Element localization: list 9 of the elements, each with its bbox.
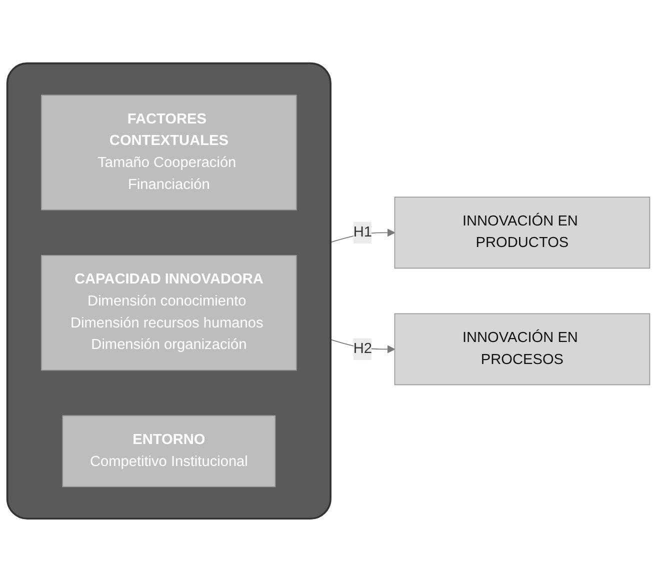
node-box: INNOVACIÓN EN PROCESOS [394,313,650,386]
edge-label: H2 [353,341,372,357]
node-box: INNOVACIÓN EN PRODUCTOS [394,196,650,269]
cluster [6,62,332,520]
edge-label: H1 [353,224,372,240]
node-box: FACTORES CONTEXTUALES Tamaño Cooperación Financiación [40,94,297,210]
node-box: ENTORNO Competitivo Institucional [62,415,276,488]
arrow [330,228,396,243]
node-box: CAPACIDAD INNOVADORA Dimensión conocimiento Dimensión recursos humanos Dimensión organización [40,255,297,371]
